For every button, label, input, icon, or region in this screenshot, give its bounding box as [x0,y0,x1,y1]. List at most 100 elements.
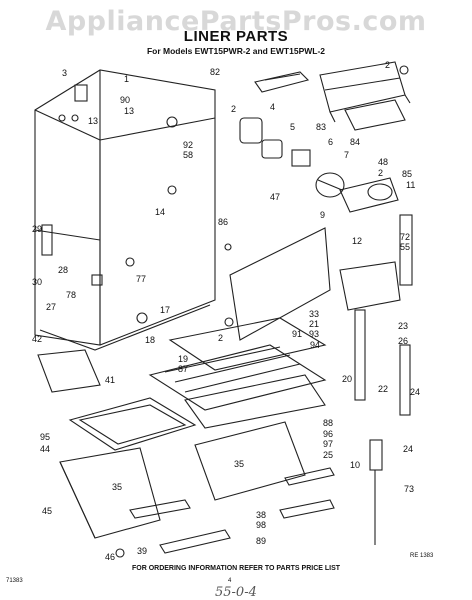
callout-10: 10 [350,460,360,470]
callout-82: 82 [210,67,220,77]
callout-86: 86 [218,217,228,227]
fan-motor-6 [291,149,345,198]
callout-58: 58 [183,150,193,160]
callout-88: 88 [323,418,333,428]
strip-98 [279,499,335,519]
callout-91: 91 [292,329,302,339]
callout-38: 38 [256,510,266,520]
diagram-title: LINER PARTS [183,28,289,45]
callout-17: 17 [160,305,170,315]
duct-9 [339,177,399,213]
callout-84: 84 [350,137,360,147]
callout-22: 22 [378,384,388,394]
callout-7: 7 [344,150,349,160]
strip-38 [284,467,335,486]
shelf-87 [148,344,327,411]
diagram-subtitle: For Models EWT15PWR-2 and EWT15PWL-2 [146,46,326,56]
callout-77: 77 [136,274,146,284]
callout-11: 11 [406,180,415,190]
callout-19: 19 [178,354,188,364]
crisper-cover-95 [68,397,197,451]
callout-13: 13 [88,116,98,126]
callout-47: 47 [270,192,280,202]
callout-29: 29 [32,224,42,234]
callout-95: 95 [40,432,50,442]
callout-33: 33 [309,309,319,319]
callout-97: 97 [323,439,333,449]
callout-85: 85 [402,169,412,179]
callout-21: 21 [309,319,319,329]
callout-72: 72 [400,232,410,242]
ordering-note: FOR ORDERING INFORMATION REFER TO PARTS … [131,565,341,572]
callout-96: 96 [323,429,333,439]
strip-39 [129,499,191,519]
callout-26: 26 [398,336,408,346]
callout-44: 44 [40,444,50,454]
basket-83 [319,61,411,123]
callout-90: 90 [120,95,130,105]
callout-87: 87 [178,364,188,374]
part-2 [399,65,409,75]
callout-55: 55 [400,242,410,252]
drawing-code: 71383 [6,578,23,584]
callout-9: 9 [320,210,325,220]
callout-89: 89 [256,536,266,546]
callout-98: 98 [256,520,266,530]
callout-35: 35 [112,482,122,492]
callout-83: 83 [316,122,326,132]
damper-4 [239,117,283,159]
crisper-drawer-35 [194,421,306,501]
callout-45: 45 [42,506,52,516]
callout-42: 42 [32,334,42,344]
callout-12: 12 [352,236,362,246]
callout-2: 2 [385,60,390,70]
shelf-88 [184,374,326,429]
callout-20: 20 [342,374,352,384]
callout-13: 13 [124,106,134,116]
callout-93: 93 [309,329,319,339]
crisper-drawer-45 [59,447,161,539]
strip-89 [159,529,231,554]
page-number: 4 [228,578,232,584]
callout-14: 14 [155,207,165,217]
handwritten-note: 55-0-4 [215,585,257,600]
callout-23: 23 [398,321,408,331]
bin-55 [339,261,401,311]
shelf-93 [168,317,327,371]
reference-code: RE 1383 [410,553,434,559]
callout-28: 28 [58,265,68,275]
callout-30: 30 [32,277,42,287]
callout-41: 41 [105,375,115,385]
callout-2: 2 [231,104,236,114]
drip-tray-42 [37,349,101,393]
part-46 [115,548,125,558]
callout-39: 39 [137,546,147,556]
liner-cabinet [34,69,216,351]
tray-84 [344,99,406,131]
callout-24: 24 [410,387,420,397]
callout-2: 2 [378,168,383,178]
callout-73: 73 [404,484,414,494]
callout-6: 6 [328,137,333,147]
callout-46: 46 [105,552,115,562]
callout-48: 48 [378,157,388,167]
callout-27: 27 [46,302,56,312]
callout-5: 5 [290,122,295,132]
rail-26 [399,344,411,416]
callout-1: 1 [124,74,129,84]
callout-24: 24 [403,444,413,454]
callout-35: 35 [234,459,244,469]
callout-78: 78 [66,290,76,300]
callout-18: 18 [145,335,155,345]
part-10 [369,439,383,471]
part-86 [224,243,232,251]
rail-21 [354,309,366,401]
callout-94: 94 [310,340,320,350]
rear-panel-12 [229,227,331,341]
callout-4: 4 [270,102,275,112]
callout-92: 92 [183,140,193,150]
rail-72 [399,214,413,286]
callout-25: 25 [323,450,333,460]
ice-tray-82 [254,71,310,93]
